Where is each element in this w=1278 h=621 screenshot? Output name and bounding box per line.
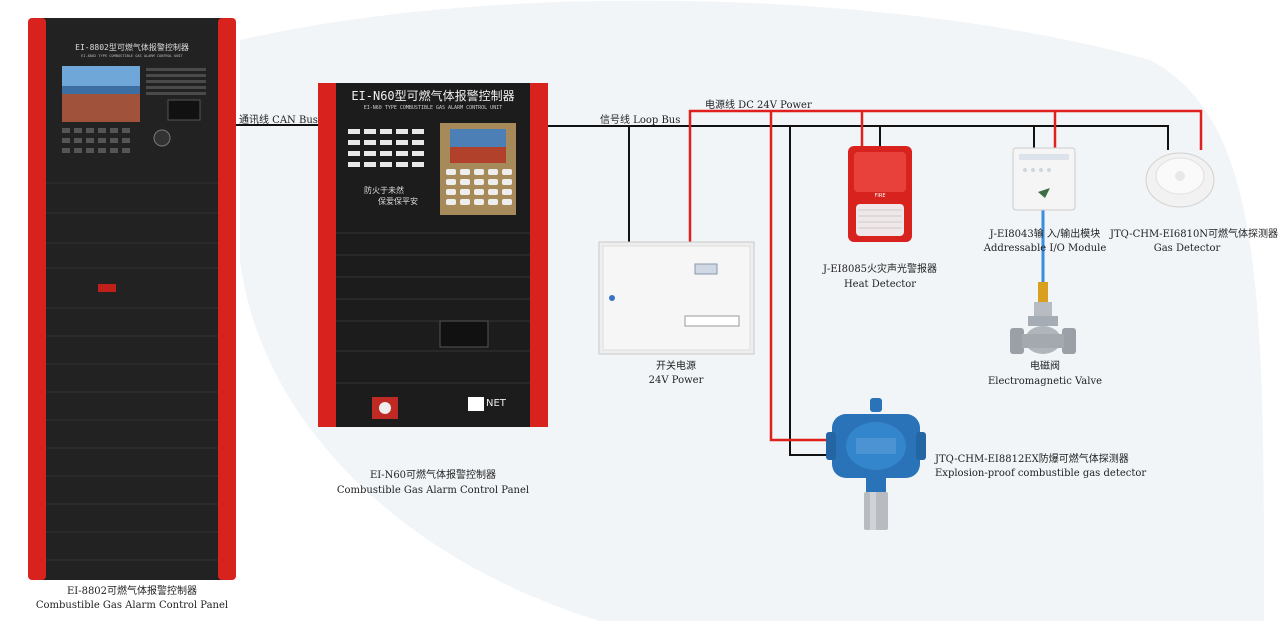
can-bus-label: 通讯线 CAN Bus (239, 115, 318, 126)
io-module-caption-en: Addressable I/O Module (983, 243, 1107, 254)
ei8802-caption-en: Combustible Gas Alarm Control Panel (35, 600, 229, 611)
explosion-proof-detector (826, 398, 926, 532)
power-supply-caption-cn: 开关电源 (656, 361, 696, 372)
ei8802-title-en: EI-8802 TYPE COMBUSTIBLE GAS ALARM CONTR… (81, 54, 183, 58)
gas-detector (1145, 148, 1215, 208)
power-line (688, 109, 1203, 242)
explosion-detector-caption-cn: JTQ-CHM-EI8812EX防爆可燃气体探测器 (935, 454, 1129, 465)
ein60-brand: NET (486, 398, 506, 409)
power-supply-box (598, 241, 755, 355)
heat-detector-caption-en: Heat Detector (843, 279, 917, 290)
loop-bus-label: 信号线 Loop Bus (600, 115, 681, 126)
valve-connector (1038, 282, 1048, 302)
ein60-title-cn: EI-N60型可燃气体报警控制器 (351, 89, 515, 103)
power-drop-ex (769, 111, 835, 442)
loop-bus-line (548, 125, 1169, 150)
heat-detector-badge: FIRE (874, 193, 886, 199)
valve-caption-en: Electromagnetic Valve (987, 376, 1103, 387)
ei8802-title-cn: EI-8802型可燃气体报警控制器 (75, 43, 189, 52)
heat-detector: FIRE (848, 146, 912, 242)
explosion-detector-caption-en: Explosion-proof combustible gas detector (935, 468, 1147, 479)
ein60-caption-en: Combustible Gas Alarm Control Panel (336, 485, 530, 496)
ein60-slogan-1: 防火于未然 (364, 186, 404, 195)
heat-detector-caption-cn: J-EI8085火灾声光警报器 (822, 264, 938, 275)
ein60-caption-cn: EI-N60可燃气体报警控制器 (369, 470, 497, 481)
ein60-title-en: EI-N60 TYPE COMBUSTIBLE GAS ALARM CONTRO… (363, 105, 503, 111)
loop-bus-drop-ex (789, 126, 835, 456)
gas-detector-caption-en: Gas Detector (1153, 243, 1221, 254)
electromagnetic-valve (1010, 300, 1076, 360)
ein60-panel: EI-N60型可燃气体报警控制器 EI-N60 TYPE COMBUSTIBLE… (318, 83, 548, 427)
power-line-label: 电源线 DC 24V Power (705, 100, 812, 111)
io-module-caption-cn: J-EI8043输 入/输出模块 (989, 229, 1101, 240)
power-supply-caption-en: 24V Power (648, 375, 704, 386)
ei8802-cabinet: EI-8802型可燃气体报警控制器 EI-8802 TYPE COMBUSTIB… (28, 18, 236, 580)
gas-detector-caption-cn: JTQ-CHM-EI6810N可燃气体探测器 (1110, 229, 1278, 240)
valve-caption-cn: 电磁阀 (1030, 361, 1060, 372)
io-module (1012, 147, 1076, 211)
ein60-slogan-2: 保爱保平安 (378, 197, 418, 206)
ei8802-caption-cn: EI-8802可燃气体报警控制器 (66, 586, 198, 597)
